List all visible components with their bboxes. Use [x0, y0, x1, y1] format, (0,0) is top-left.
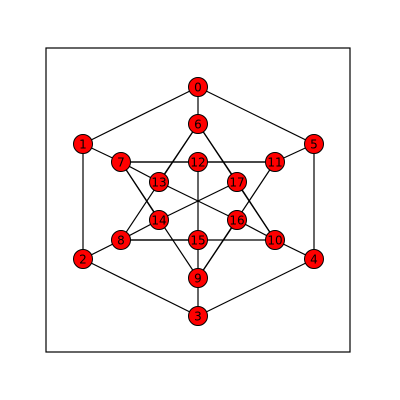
edge-9-16 [197, 219, 238, 279]
node-14: 14 [149, 210, 169, 230]
node-circle-13 [149, 172, 169, 192]
edge-7-14 [120, 161, 160, 221]
node-circle-16 [227, 210, 247, 230]
node-label-5: 5 [310, 138, 318, 152]
node-circle-1 [73, 134, 93, 154]
node-label-7: 7 [117, 156, 125, 170]
node-circle-17 [227, 172, 247, 192]
node-circle-5 [304, 134, 324, 154]
node-circle-4 [304, 249, 324, 269]
node-circle-0 [188, 77, 208, 97]
node-label-13: 13 [151, 176, 166, 190]
node-label-2: 2 [79, 253, 87, 267]
edge-2-3 [82, 258, 199, 317]
node-0: 0 [188, 77, 208, 97]
node-11: 11 [265, 152, 285, 172]
node-label-16: 16 [229, 214, 244, 228]
node-7: 7 [111, 152, 131, 172]
node-label-14: 14 [151, 214, 166, 228]
node-circle-3 [188, 306, 208, 326]
node-label-3: 3 [194, 310, 202, 324]
edge-0-1 [82, 86, 199, 145]
node-label-9: 9 [194, 272, 202, 286]
node-10: 10 [265, 230, 285, 250]
node-circle-14 [149, 210, 169, 230]
node-label-12: 12 [190, 156, 205, 170]
edge-14-17 [158, 181, 238, 221]
node-label-1: 1 [79, 138, 87, 152]
node-label-15: 15 [190, 234, 205, 248]
node-label-10: 10 [267, 234, 282, 248]
node-circle-9 [188, 268, 208, 288]
node-13: 13 [149, 172, 169, 192]
node-15: 15 [188, 230, 208, 250]
node-label-4: 4 [310, 253, 318, 267]
node-circle-8 [111, 230, 131, 250]
node-2: 2 [73, 249, 93, 269]
node-8: 8 [111, 230, 131, 250]
node-label-8: 8 [117, 234, 125, 248]
node-circle-12 [188, 152, 208, 172]
node-1: 1 [73, 134, 93, 154]
node-label-17: 17 [229, 176, 244, 190]
node-label-6: 6 [194, 118, 202, 132]
edge-3-4 [197, 258, 315, 317]
node-12: 12 [188, 152, 208, 172]
node-circle-15 [188, 230, 208, 250]
edge-6-13 [158, 123, 199, 183]
node-5: 5 [304, 134, 324, 154]
node-label-11: 11 [267, 156, 282, 170]
node-label-0: 0 [194, 81, 202, 95]
node-9: 9 [188, 268, 208, 288]
node-4: 4 [304, 249, 324, 269]
edge-6-17 [197, 123, 238, 183]
edge-10-17 [236, 181, 276, 241]
node-circle-6 [188, 114, 208, 134]
node-6: 6 [188, 114, 208, 134]
node-3: 3 [188, 306, 208, 326]
node-16: 16 [227, 210, 247, 230]
node-circle-11 [265, 152, 285, 172]
edge-5-0 [197, 86, 315, 145]
node-circle-10 [265, 230, 285, 250]
node-circle-7 [111, 152, 131, 172]
node-circle-2 [73, 249, 93, 269]
node-17: 17 [227, 172, 247, 192]
